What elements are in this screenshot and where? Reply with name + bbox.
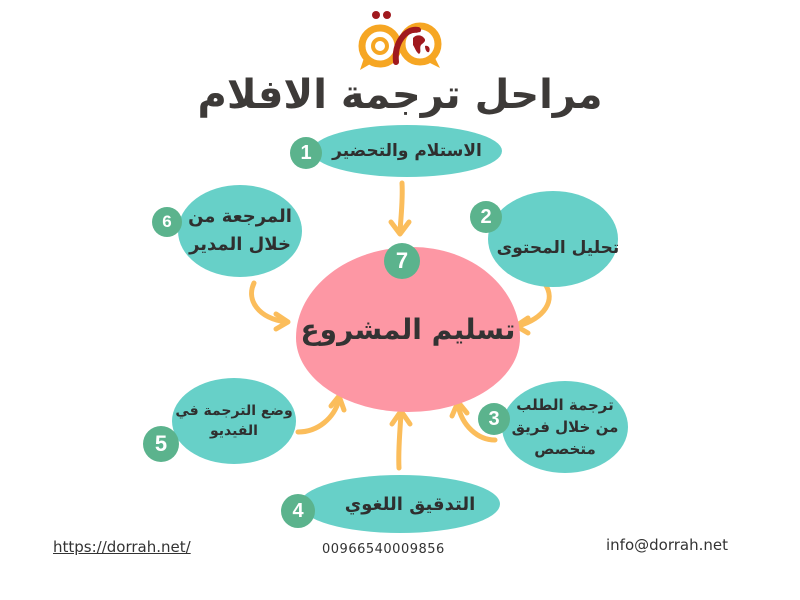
- dorrah-logo: [350, 8, 450, 74]
- step-3-line-3: متخصص: [534, 440, 596, 458]
- step-6-bubble: المرجعة من خلال المدير: [178, 185, 302, 277]
- step-5-line-2: الفيديو: [210, 423, 258, 439]
- step-4-bubble: التدقيق اللغوي: [300, 475, 500, 533]
- step-badge-6: 6: [152, 207, 182, 237]
- logo-icon: [358, 11, 442, 70]
- step-badge-1: 1: [290, 137, 322, 169]
- step-badge-2: 2: [470, 201, 502, 233]
- phone-number: 00966540009856: [322, 542, 445, 557]
- step-badge-4: 4: [281, 494, 315, 528]
- arrow-step2-icon: [515, 281, 552, 329]
- arrow-step1-icon: [397, 180, 405, 235]
- step-5-line-1: وضع الترجمة في: [175, 403, 293, 419]
- step-3-bubble: ترجمة الطلب من خلال فريق متخصص: [502, 381, 628, 473]
- step-badge-7: 7: [384, 243, 420, 279]
- arrow-step4-icon: [396, 410, 404, 471]
- step-6-line-2: خلال المدير: [189, 234, 291, 255]
- step-badge-3: 3: [478, 403, 510, 435]
- arrow-step5-icon: [295, 397, 342, 435]
- step-badge-5: 5: [143, 426, 179, 462]
- email-address[interactable]: info@dorrah.net: [606, 536, 728, 554]
- step-3-line-1: ترجمة الطلب: [516, 396, 614, 414]
- step-4-label: التدقيق اللغوي: [344, 493, 476, 515]
- step-2-bubble: تحليل المحتوى: [488, 191, 620, 287]
- arrow-step6-icon: [249, 280, 289, 325]
- website-link[interactable]: https://dorrah.net/: [53, 538, 191, 556]
- step-1-label: الاستلام والتحضير: [332, 141, 482, 161]
- step-5-bubble: وضع الترجمة في الفيديو: [172, 378, 296, 464]
- step-3-line-2: من خلال فريق: [511, 418, 619, 436]
- step-1-bubble: الاستلام والتحضير: [312, 125, 502, 177]
- center-step-label: تسليم المشروع: [300, 313, 516, 346]
- page-title: مراحل ترجمة الافلام: [197, 72, 603, 118]
- step-6-line-1: المرجعة من: [188, 206, 292, 227]
- step-2-label: تحليل المحتوى: [496, 238, 620, 258]
- arrow-step3-icon: [455, 402, 498, 443]
